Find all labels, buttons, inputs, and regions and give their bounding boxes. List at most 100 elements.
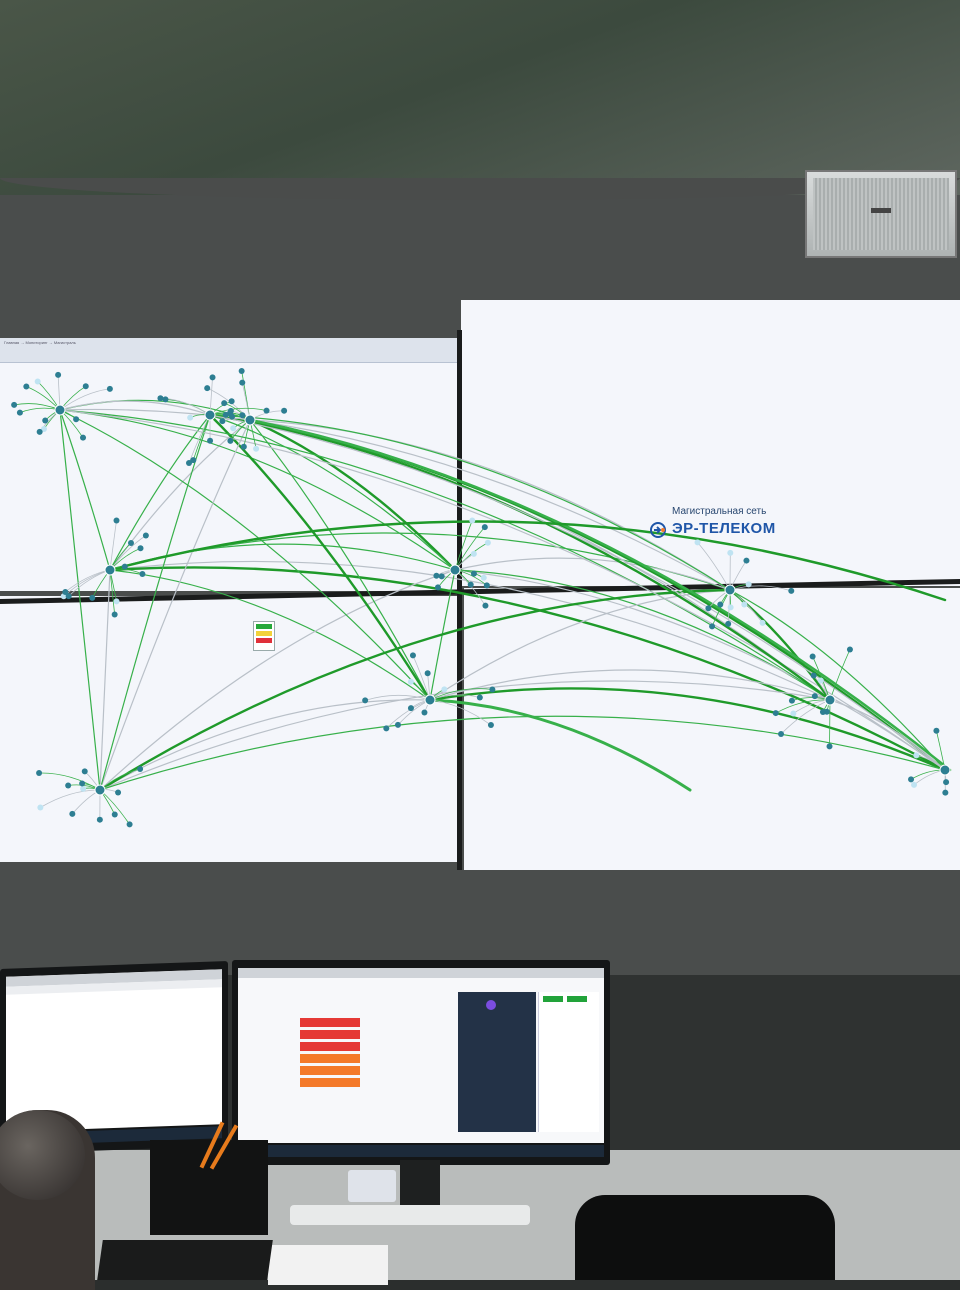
network-node[interactable] bbox=[408, 705, 414, 711]
network-node[interactable] bbox=[913, 752, 919, 758]
network-node[interactable] bbox=[210, 374, 216, 380]
network-node[interactable] bbox=[139, 571, 145, 577]
network-node[interactable] bbox=[812, 693, 818, 699]
right-taskbar[interactable] bbox=[238, 1145, 604, 1157]
network-hub-node[interactable] bbox=[825, 695, 835, 705]
ticket-row[interactable] bbox=[300, 1018, 360, 1027]
network-node[interactable] bbox=[128, 540, 134, 546]
network-node[interactable] bbox=[818, 677, 824, 683]
network-node[interactable] bbox=[187, 415, 193, 421]
network-node[interactable] bbox=[471, 551, 477, 557]
network-node[interactable] bbox=[773, 710, 779, 716]
network-node[interactable] bbox=[122, 564, 128, 570]
network-node[interactable] bbox=[481, 575, 487, 581]
network-node[interactable] bbox=[227, 438, 233, 444]
ticket-row[interactable] bbox=[300, 1066, 360, 1075]
network-node[interactable] bbox=[468, 582, 474, 588]
network-node[interactable] bbox=[73, 416, 79, 422]
network-node[interactable] bbox=[484, 582, 490, 588]
network-node[interactable] bbox=[162, 396, 168, 402]
network-hub-node[interactable] bbox=[940, 765, 950, 775]
network-node[interactable] bbox=[820, 709, 826, 715]
network-node[interactable] bbox=[112, 612, 118, 618]
network-hub-node[interactable] bbox=[725, 585, 735, 595]
network-node[interactable] bbox=[223, 412, 229, 418]
network-node[interactable] bbox=[17, 410, 23, 416]
network-node[interactable] bbox=[717, 602, 723, 608]
network-node[interactable] bbox=[435, 584, 441, 590]
network-node[interactable] bbox=[705, 605, 711, 611]
network-node[interactable] bbox=[138, 545, 144, 551]
network-node[interactable] bbox=[80, 786, 86, 792]
network-node[interactable] bbox=[80, 435, 86, 441]
network-node[interactable] bbox=[157, 395, 163, 401]
network-hub-node[interactable] bbox=[425, 695, 435, 705]
network-node[interactable] bbox=[127, 821, 133, 827]
chat-avatar[interactable] bbox=[486, 1000, 496, 1010]
network-node[interactable] bbox=[143, 532, 149, 538]
network-node[interactable] bbox=[383, 725, 389, 731]
network-node[interactable] bbox=[207, 438, 213, 444]
network-node[interactable] bbox=[239, 380, 245, 386]
right-monitor-screen[interactable] bbox=[238, 968, 604, 1143]
network-node[interactable] bbox=[408, 679, 414, 685]
ticket-row[interactable] bbox=[300, 1078, 360, 1087]
network-node[interactable] bbox=[728, 604, 734, 610]
network-node[interactable] bbox=[230, 425, 236, 431]
network-node[interactable] bbox=[264, 408, 270, 414]
network-node[interactable] bbox=[113, 598, 119, 604]
network-node[interactable] bbox=[137, 766, 143, 772]
network-node[interactable] bbox=[482, 524, 488, 530]
network-node[interactable] bbox=[115, 790, 121, 796]
network-node[interactable] bbox=[229, 414, 235, 420]
network-node[interactable] bbox=[943, 779, 949, 785]
network-node[interactable] bbox=[253, 446, 259, 452]
network-node[interactable] bbox=[741, 602, 747, 608]
network-node[interactable] bbox=[709, 623, 715, 629]
network-node[interactable] bbox=[82, 768, 88, 774]
network-hub-node[interactable] bbox=[55, 405, 65, 415]
network-node[interactable] bbox=[439, 573, 445, 579]
network-node[interactable] bbox=[37, 805, 43, 811]
network-node[interactable] bbox=[778, 731, 784, 737]
network-node[interactable] bbox=[55, 372, 61, 378]
network-node[interactable] bbox=[35, 379, 41, 385]
network-node[interactable] bbox=[789, 698, 795, 704]
ticket-row[interactable] bbox=[300, 1030, 360, 1039]
network-node[interactable] bbox=[827, 743, 833, 749]
network-node[interactable] bbox=[489, 687, 495, 693]
network-node[interactable] bbox=[221, 400, 227, 406]
network-hub-node[interactable] bbox=[245, 415, 255, 425]
network-node[interactable] bbox=[281, 408, 287, 414]
network-node[interactable] bbox=[79, 780, 85, 786]
ticket-row[interactable] bbox=[300, 1054, 360, 1063]
network-node[interactable] bbox=[190, 457, 196, 463]
ticket-row[interactable] bbox=[300, 1042, 360, 1051]
network-node[interactable] bbox=[37, 429, 43, 435]
network-node[interactable] bbox=[847, 647, 853, 653]
network-node[interactable] bbox=[727, 550, 733, 556]
network-node[interactable] bbox=[65, 783, 71, 789]
network-node[interactable] bbox=[23, 383, 29, 389]
network-node[interactable] bbox=[219, 418, 225, 424]
network-node[interactable] bbox=[36, 770, 42, 776]
network-node[interactable] bbox=[471, 571, 477, 577]
network-node[interactable] bbox=[107, 386, 113, 392]
network-node[interactable] bbox=[112, 811, 118, 817]
network-node[interactable] bbox=[204, 385, 210, 391]
network-node[interactable] bbox=[441, 686, 447, 692]
network-node[interactable] bbox=[485, 540, 491, 546]
network-node[interactable] bbox=[97, 817, 103, 823]
network-node[interactable] bbox=[239, 368, 245, 374]
network-node[interactable] bbox=[482, 603, 488, 609]
network-node[interactable] bbox=[421, 710, 427, 716]
network-hub-node[interactable] bbox=[95, 785, 105, 795]
network-node[interactable] bbox=[241, 444, 247, 450]
network-node[interactable] bbox=[11, 402, 17, 408]
network-node[interactable] bbox=[725, 621, 731, 627]
network-node[interactable] bbox=[488, 722, 494, 728]
network-node[interactable] bbox=[425, 670, 431, 676]
network-node[interactable] bbox=[410, 652, 416, 658]
network-node[interactable] bbox=[69, 811, 75, 817]
network-node[interactable] bbox=[229, 398, 235, 404]
